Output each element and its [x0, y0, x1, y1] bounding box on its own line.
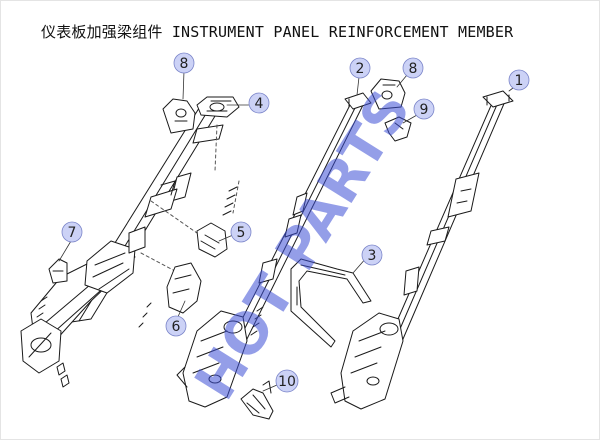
- beam-part-1: [330, 90, 514, 410]
- callout-8-left-label: 8: [180, 56, 189, 72]
- bracket-part-8-right: [370, 78, 406, 110]
- callout-8-right-label: 8: [409, 61, 418, 77]
- callout-3: 3: [361, 244, 383, 266]
- callout-10: 10: [275, 369, 299, 393]
- bracket-part-6: [138, 262, 202, 328]
- bracket-part-5: [196, 186, 238, 258]
- callout-5: 5: [230, 221, 252, 243]
- callout-8-left: 8: [173, 52, 195, 74]
- callout-9: 9: [413, 98, 435, 120]
- diagram-title: 仪表板加强梁组件 INSTRUMENT PANEL REINFORCEMENT …: [41, 23, 514, 41]
- callout-9-label: 9: [420, 102, 429, 118]
- callout-8-right: 8: [402, 57, 424, 79]
- callout-2-label: 2: [356, 61, 365, 77]
- bracket-part-3: [290, 258, 372, 348]
- callout-7-label: 7: [68, 225, 77, 241]
- callout-5-label: 5: [237, 225, 246, 241]
- beam-part-2: [176, 92, 372, 408]
- bracket-part-10: [240, 380, 274, 420]
- callout-1: 1: [508, 69, 530, 91]
- callout-6-label: 6: [172, 319, 181, 335]
- callout-2: 2: [349, 57, 371, 79]
- clip-part-9: [384, 116, 412, 142]
- callout-4-label: 4: [255, 96, 264, 112]
- callout-10-label: 10: [278, 374, 296, 390]
- callout-3-label: 3: [368, 248, 377, 264]
- callout-1-label: 1: [515, 73, 524, 89]
- callout-4: 4: [248, 92, 270, 114]
- main-assembly-left: [20, 96, 240, 388]
- callout-7: 7: [61, 221, 83, 243]
- callout-6: 6: [165, 315, 187, 337]
